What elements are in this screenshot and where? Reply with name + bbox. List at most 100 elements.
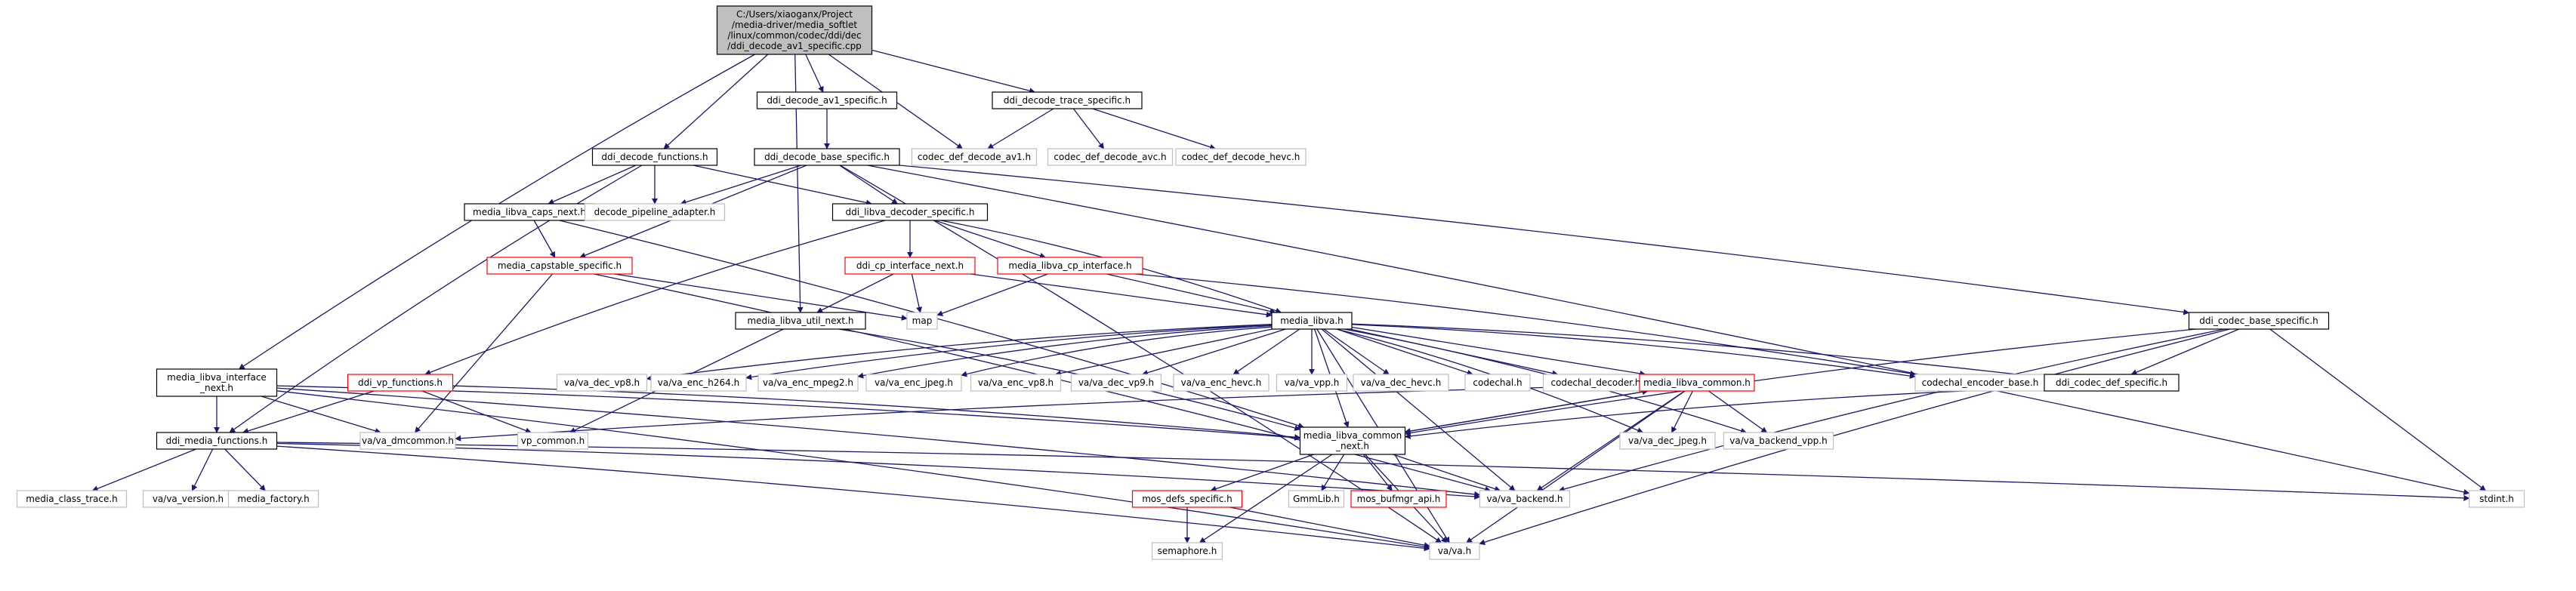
node-codec_def_decode_avc[interactable]: codec_def_decode_avc.h	[1047, 148, 1174, 166]
edge-ddi_media_functions-to-va	[276, 445, 1430, 552]
node-box-va	[1429, 542, 1480, 560]
node-codec_def_decode_hevc[interactable]: codec_def_decode_hevc.h	[1175, 148, 1307, 166]
node-va_dec_hevc[interactable]: va/va_dec_hevc.h	[1353, 374, 1449, 392]
node-box-ddi_decode_base_specific	[754, 148, 900, 166]
edge-ddi_libva_decoder_specific-to-media_libva_cp_interface	[934, 220, 1046, 259]
edge-media_libva-to-media_libva_common	[1351, 326, 1646, 377]
node-stdint[interactable]: stdint.h	[2468, 490, 2525, 508]
edge-media_libva_interface_next-to-va_backend	[276, 387, 1481, 497]
node-codec_def_decode_av1[interactable]: codec_def_decode_av1.h	[911, 148, 1038, 166]
node-map[interactable]: map	[906, 312, 938, 330]
edge-ddi_codec_def_specific-to-media_libva_common_next	[1404, 387, 2045, 439]
node-box-media_factory	[227, 490, 319, 508]
edge-media_libva-to-va_dec_vp8	[646, 323, 1273, 381]
node-ddi_decode_functions[interactable]: ddi_decode_functions.h	[591, 148, 718, 166]
edge-media_libva-to-va_enc_mpeg2	[857, 325, 1273, 379]
edge-media_libva_common_next-to-GmmLib	[1321, 454, 1345, 491]
node-va_enc_mpeg2[interactable]: va/va_enc_mpeg2.h	[757, 374, 859, 392]
node-va[interactable]: va/va.h	[1429, 542, 1480, 560]
edge-ddi_decode_base_specific-to-ddi_codec_base_specific	[899, 165, 2190, 316]
node-codechal[interactable]: codechal.h	[1464, 374, 1531, 392]
node-ddi_media_functions[interactable]: ddi_media_functions.h	[156, 432, 278, 450]
node-box-va_backend_vpp	[1723, 432, 1834, 450]
node-va_version[interactable]: va/va_version.h	[142, 490, 234, 508]
node-va_dec_jpeg[interactable]: va/va_dec_jpeg.h	[1619, 432, 1716, 450]
edge-media_libva-to-va_enc_hevc	[1232, 328, 1300, 375]
node-media_libva_interface_next[interactable]: media_libva_interface_next.h	[156, 368, 278, 397]
node-label-media_libva_util_next: media_libva_util_next.h	[747, 316, 853, 326]
node-va_dmcommon[interactable]: va/va_dmcommon.h	[359, 432, 456, 450]
node-va_enc_jpeg[interactable]: va/va_enc_jpeg.h	[865, 374, 962, 392]
node-media_libva[interactable]: media_libva.h	[1271, 312, 1353, 330]
node-va_backend[interactable]: va/va_backend.h	[1479, 490, 1571, 508]
node-media_libva_util_next[interactable]: media_libva_util_next.h	[735, 312, 866, 330]
node-label-va_dmcommon: va/va_dmcommon.h	[362, 436, 454, 446]
edge-ddi_decode_trace_specific-to-codec_def_decode_hevc	[1092, 108, 1217, 150]
edge-ddi_vp_functions-to-ddi_media_functions	[242, 390, 375, 434]
node-va_enc_vp8[interactable]: va/va_enc_vp8.h	[970, 374, 1062, 392]
node-box-media_libva_util_next	[735, 312, 866, 330]
node-media_factory[interactable]: media_factory.h	[227, 490, 319, 508]
node-ddi_codec_def_specific[interactable]: ddi_codec_def_specific.h	[2044, 374, 2180, 392]
node-ddi_decode_trace_specific[interactable]: ddi_decode_trace_specific.h	[992, 91, 1143, 109]
node-va_vpp[interactable]: va/va_vpp.h	[1276, 374, 1348, 392]
node-mos_bufmgr_api[interactable]: mos_bufmgr_api.h	[1350, 490, 1447, 508]
node-box-media_class_trace	[16, 490, 128, 508]
node-box-media_libva	[1271, 312, 1353, 330]
node-label-ddi_decode_base_specific: ddi_decode_base_specific.h	[764, 152, 890, 162]
node-media_class_trace[interactable]: media_class_trace.h	[16, 490, 128, 508]
node-ddi_vp_functions[interactable]: ddi_vp_functions.h	[347, 374, 454, 392]
node-GmmLib[interactable]: GmmLib.h	[1288, 490, 1345, 508]
edges-layer	[91, 49, 2486, 552]
edge-media_libva-to-codechal	[1336, 328, 1473, 376]
node-ddi_decode_base_specific[interactable]: ddi_decode_base_specific.h	[754, 148, 900, 166]
node-vp_common[interactable]: vp_common.h	[517, 432, 589, 450]
node-box-media_libva_interface_next	[156, 368, 278, 397]
edge-ddi_decode_functions-to-ddi_libva_decoder_specific	[693, 165, 872, 206]
node-decode_pipeline_adapter[interactable]: decode_pipeline_adapter.h	[584, 203, 726, 221]
node-label-codechal: codechal.h	[1473, 377, 1522, 388]
node-box-vp_common	[517, 432, 589, 450]
node-codechal_encoder_base[interactable]: codechal_encoder_base.h	[1914, 374, 2046, 392]
node-box-mos_defs_specific	[1131, 490, 1243, 508]
node-va_backend_vpp[interactable]: va/va_backend_vpp.h	[1723, 432, 1834, 450]
node-box-media_libva_common	[1639, 374, 1755, 392]
node-va_dec_vp8[interactable]: va/va_dec_vp8.h	[556, 374, 648, 392]
node-box-codec_def_decode_av1	[911, 148, 1038, 166]
node-va_dec_vp9[interactable]: va/va_dec_vp9.h	[1070, 374, 1162, 392]
edge-root-to-media_libva_util_next	[794, 54, 804, 313]
edge-media_capstable_specific-to-map	[614, 273, 908, 321]
node-box-va_dec_jpeg	[1619, 432, 1716, 450]
node-media_libva_common[interactable]: media_libva_common.h	[1639, 374, 1755, 392]
node-box-media_capstable_specific	[486, 257, 633, 275]
node-media_libva_common_next[interactable]: media_libva_common_next.h	[1299, 426, 1406, 455]
node-box-va_vpp	[1276, 374, 1348, 392]
edge-media_libva_caps_next-to-media_capstable_specific	[533, 220, 556, 258]
node-va_enc_hevc[interactable]: va/va_enc_hevc.h	[1173, 374, 1269, 392]
edge-media_libva_common-to-va_backend_vpp	[1708, 390, 1768, 433]
node-codechal_decoder[interactable]: codechal_decoder.h	[1542, 374, 1649, 392]
node-label-va_dec_vp9: va/va_dec_vp9.h	[1078, 377, 1154, 388]
node-box-ddi_libva_decoder_specific	[831, 203, 989, 221]
node-label-media_libva_common_next: media_libva_common	[1303, 430, 1402, 441]
node-box-va_dmcommon	[359, 432, 456, 450]
edge-media_libva_cp_interface-to-map	[936, 273, 1048, 316]
node-box-va_enc_mpeg2	[757, 374, 859, 392]
node-mos_defs_specific[interactable]: mos_defs_specific.h	[1131, 490, 1243, 508]
node-ddi_decode_av1_specific[interactable]: ddi_decode_av1_specific.h	[756, 91, 898, 109]
node-ddi_libva_decoder_specific[interactable]: ddi_libva_decoder_specific.h	[831, 203, 989, 221]
node-box-codechal	[1464, 374, 1531, 392]
edge-media_libva_common-to-va_backend	[1536, 390, 1686, 491]
node-root[interactable]: C:/Users/xiaoganx/Project/media-driver/m…	[716, 5, 873, 55]
node-box-codec_def_decode_hevc	[1175, 148, 1307, 166]
node-ddi_codec_base_specific[interactable]: ddi_codec_base_specific.h	[2188, 312, 2330, 330]
node-media_libva_caps_next[interactable]: media_libva_caps_next.h	[464, 203, 595, 221]
node-ddi_cp_interface_next[interactable]: ddi_cp_interface_next.h	[844, 257, 976, 275]
node-media_capstable_specific[interactable]: media_capstable_specific.h	[486, 257, 633, 275]
node-media_libva_cp_interface[interactable]: media_libva_cp_interface.h	[997, 257, 1143, 275]
edge-ddi_media_functions-to-media_factory	[224, 448, 266, 491]
node-box-media_libva_common_next	[1299, 426, 1406, 455]
edge-ddi_cp_interface_next-to-map	[911, 273, 922, 313]
node-va_enc_h264[interactable]: va/va_enc_h264.h	[650, 374, 747, 392]
node-semaphore[interactable]: semaphore.h	[1151, 542, 1223, 560]
